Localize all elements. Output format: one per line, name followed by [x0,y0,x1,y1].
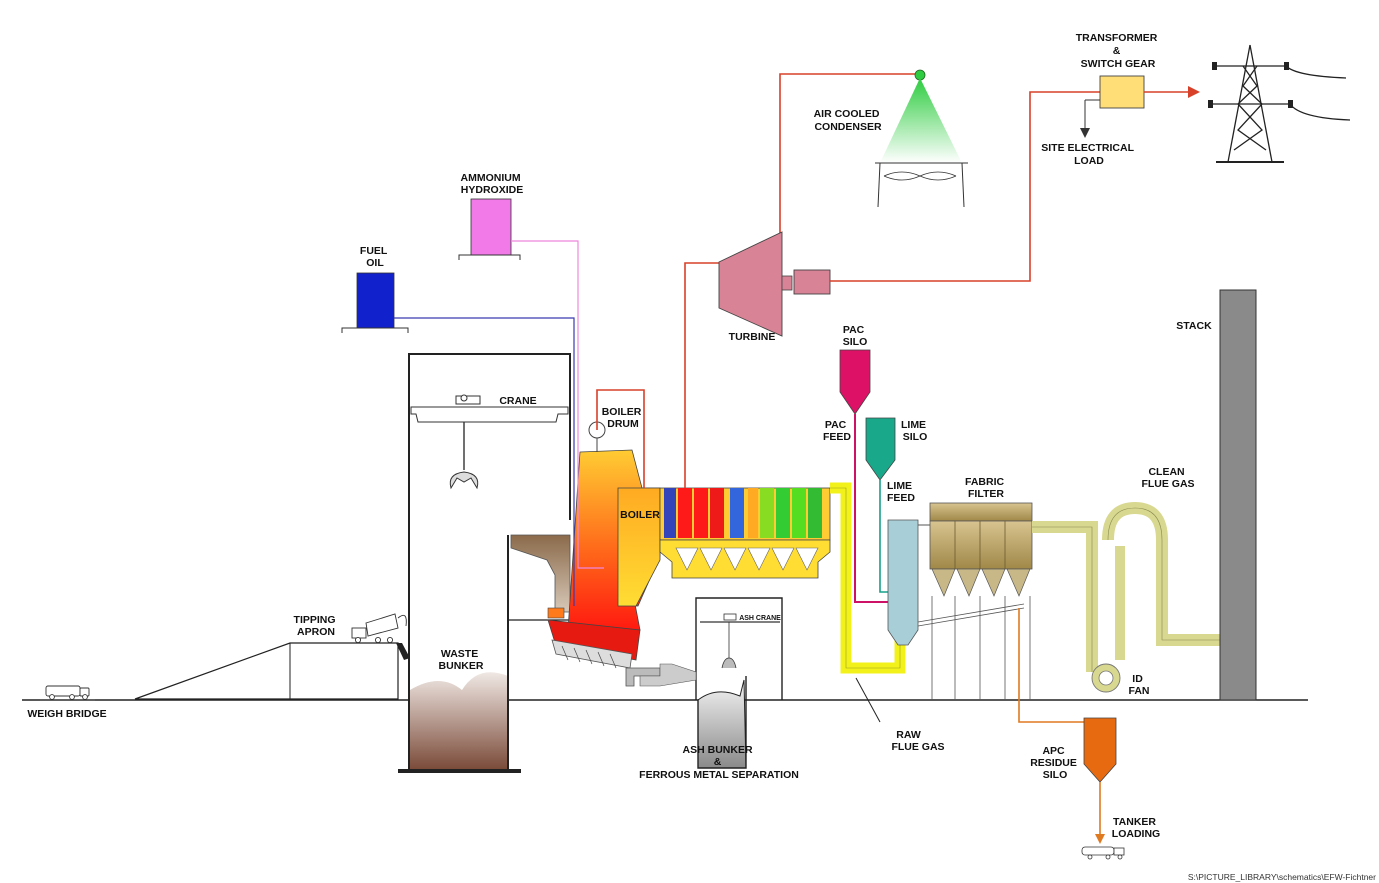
boiler-drum-label: BOILER DRUM [602,406,645,430]
air-cooled-condenser-label: AIR COOLED CONDENSER [814,108,883,133]
power-cable [830,91,1100,282]
raw-flue-gas-label: RAW FLUE GAS [891,729,944,753]
stack [1219,289,1257,701]
id-fan-label: ID FAN [1129,673,1150,697]
ammonium-hydroxide-tank [458,198,604,569]
transformer-label: TRANSFORMER & SWITCH GEAR [1076,32,1161,70]
turbine [718,231,831,337]
lime-feed-label: LIME FEED [887,480,915,504]
apc-residue-silo-label: APC RESIDUE SILO [1030,745,1080,781]
pac-feed-label: PAC FEED [823,419,851,443]
grid-export-arrow-icon [1188,86,1200,98]
weigh-bridge-truck-icon [40,685,95,701]
stack-label: STACK [1176,320,1212,332]
ash-conveyor [639,663,697,687]
tipping-apron-label: TIPPING APRON [294,614,339,638]
fabric-filter-label: FABRIC FILTER [965,476,1007,500]
weigh-bridge-label: WEIGH BRIDGE [27,708,106,720]
apc-residue-silo [1018,608,1117,844]
tipping-edge [396,643,410,660]
pac-silo-label: PAC SILO [843,324,868,348]
tipping-truck-icon [351,613,407,644]
bunker-building [398,353,571,773]
boiler-label: BOILER [620,509,660,521]
tanker-icon [1081,846,1125,860]
waste-pile [410,672,508,770]
site-electrical-load-label: SITE ELECTRICAL LOAD [1041,142,1136,167]
lime-silo-label: LIME SILO [901,419,929,443]
crane-label: CRANE [499,395,536,407]
ash-bunker [695,597,783,769]
fuel-oil-tank [341,272,575,606]
steam-lines [596,73,920,488]
tanker-loading-label: TANKER LOADING [1112,816,1160,840]
clean-flue-duct [1032,501,1220,672]
transformer [1080,75,1145,138]
fuel-oil-label: FUEL OIL [360,245,390,269]
file-path-footer: S:\PICTURE_LIBRARY\schematics\EFW-Fichtn… [1188,872,1376,882]
ammonium-hydroxide-label: AMMONIUM HYDROXIDE [461,172,524,196]
id-fan-icon [1091,663,1121,693]
reactor [887,519,930,646]
ash-bunker-label: ASH BUNKER & FERROUS METAL SEPARATION [639,744,799,781]
fabric-filter [917,502,1033,700]
crane [410,394,569,490]
clean-flue-gas-label: CLEAN FLUE GAS [1141,466,1194,490]
waste-bunker-label: WASTE BUNKER [439,648,484,672]
boiler [547,421,661,687]
turbine-label: TURBINE [729,331,776,343]
boiler-convection-pass [659,487,831,579]
ash-crane-label: ASH CRANE [739,615,781,622]
pylon-icon [1210,44,1351,163]
raw-flue-gas-leader [855,677,881,723]
air-cooled-condenser [875,69,968,208]
tipping-ramp [134,642,399,700]
feed-hopper [510,534,571,613]
